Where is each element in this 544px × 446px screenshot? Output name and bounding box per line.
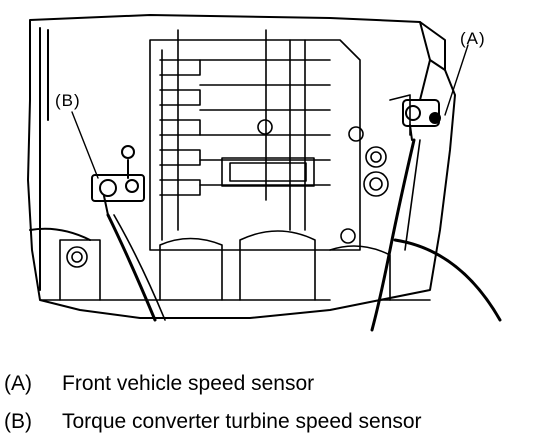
legend-key-a: (A) xyxy=(4,372,32,395)
valve-body xyxy=(149,29,364,251)
case-bosses xyxy=(363,94,411,197)
transmission-line-drawing xyxy=(27,14,502,332)
legend: (A) Front vehicle speed sensor (B) Torqu… xyxy=(0,365,544,441)
sensor-b xyxy=(71,111,166,322)
legend-item-b: (B) Torque converter turbine speed senso… xyxy=(0,403,544,441)
sensor-a xyxy=(370,44,502,332)
legend-text-a: Front vehicle speed sensor xyxy=(62,372,315,395)
legend-key-b: (B) xyxy=(4,410,32,433)
transmission-case xyxy=(27,14,456,319)
lower-housing xyxy=(39,230,431,301)
callout-a: (A) xyxy=(460,29,486,48)
legend-item-a: (A) Front vehicle speed sensor xyxy=(0,365,544,403)
legend-text-b: Torque converter turbine speed sensor xyxy=(62,410,422,433)
transmission-diagram: (A) (B) xyxy=(27,14,502,332)
callout-b: (B) xyxy=(55,91,81,110)
